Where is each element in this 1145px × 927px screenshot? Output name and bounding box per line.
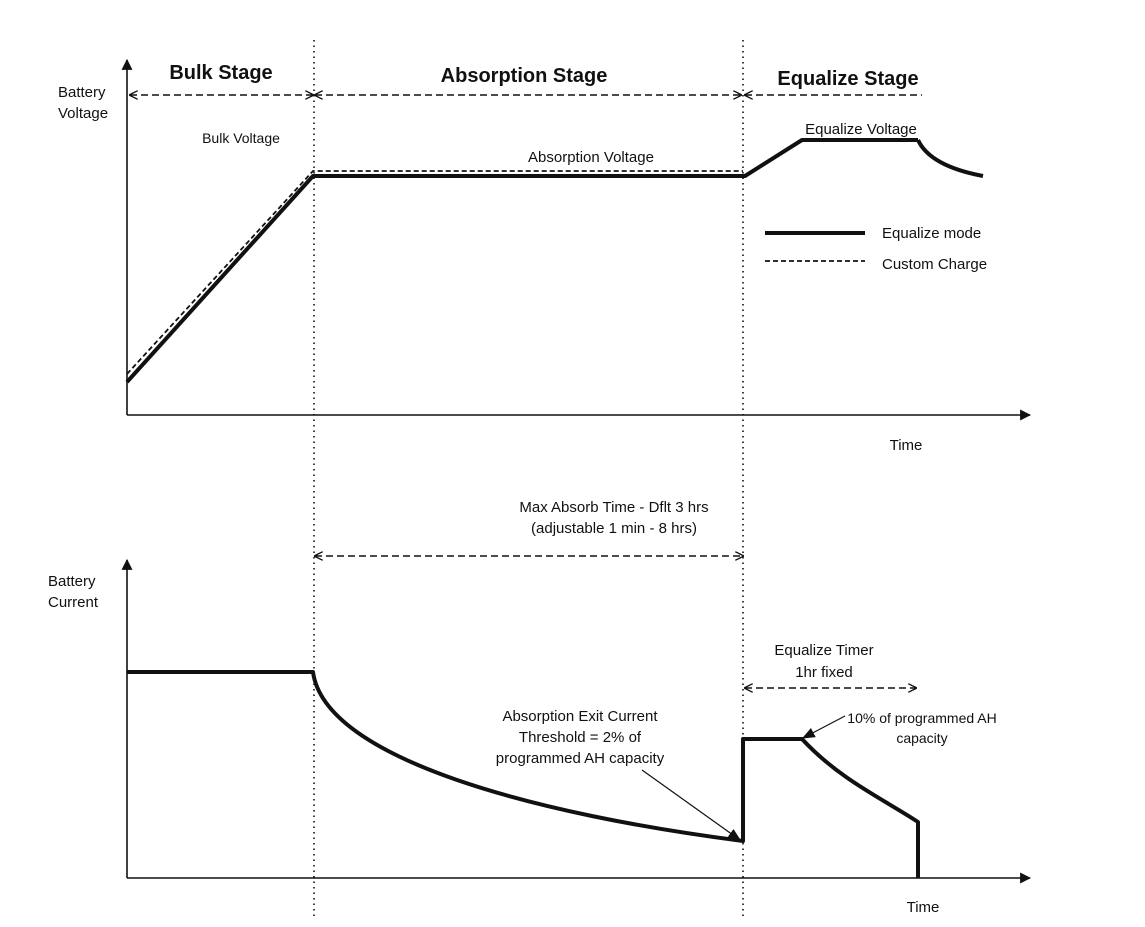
exit-current-line3: programmed AH capacity [496,750,665,767]
current-x-label: Time [907,899,940,916]
current-y-label-line1: Battery [48,573,96,590]
equalize-stage-title: Equalize Stage [777,68,918,90]
exit-current-pointer [641,769,742,841]
equalize-timer-line2: 1hr fixed [795,664,853,681]
bulk-stage-title: Bulk Stage [169,62,272,84]
ten-percent-line2: capacity [896,730,947,746]
equalize-voltage-label: Equalize Voltage [805,121,917,138]
equalize-mode-voltage-curve [125,138,918,384]
max-absorb-time-line2: (adjustable 1 min - 8 hrs) [531,520,697,537]
bulk-voltage-label: Bulk Voltage [202,130,280,146]
exit-current-line2: Threshold = 2% of [519,729,642,746]
max-absorb-time-line1: Max Absorb Time - Dflt 3 hrs [519,499,708,516]
custom-charge-voltage-curve [126,170,743,375]
equalize-voltage-decay-curve [916,139,984,178]
ten-percent-line1: 10% of programmed AH [847,710,996,726]
voltage-y-label-line1: Battery [58,84,106,101]
current-y-label-line2: Current [48,594,99,611]
absorption-voltage-label: Absorption Voltage [528,149,654,166]
equalize-timer-line1: Equalize Timer [774,642,873,659]
battery-current-curve [127,670,920,878]
legend-solid-label: Equalize mode [882,225,981,242]
legend-dashed-label: Custom Charge [882,256,987,273]
voltage-x-label: Time [890,437,923,454]
ten-percent-pointer [801,715,846,739]
exit-current-line1: Absorption Exit Current [502,708,658,725]
absorption-stage-title: Absorption Stage [441,65,608,87]
voltage-y-label-line2: Voltage [58,105,108,122]
